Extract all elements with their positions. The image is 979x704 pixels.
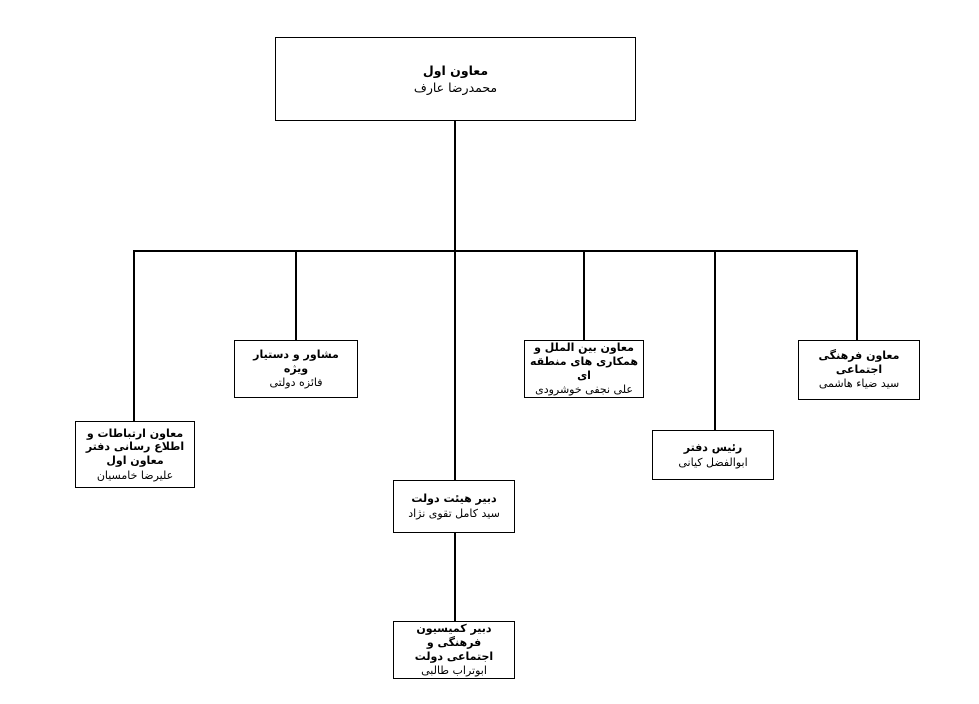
node-commission-secretary-title: دبیر کمیسیون فرهنگی و اجتماعی دولت: [414, 622, 494, 663]
node-international-title: معاون بین الملل و همکاری های منطقه ای: [529, 341, 639, 382]
node-cabinet-secretary-person: سید کامل تقوی نژاد: [408, 507, 500, 520]
node-advisor[interactable]: مشاور و دستیار ویژه فائزه دولتی: [234, 340, 358, 398]
connector-drop-international: [583, 250, 585, 340]
connector-drop-cabinet-secretary: [454, 250, 456, 480]
connector-drop-cultural: [856, 250, 858, 340]
node-communications[interactable]: معاون ارتباطات و اطلاع رسانی دفتر معاون …: [75, 421, 195, 488]
node-cabinet-secretary-title: دبیر هیئت دولت: [411, 492, 497, 506]
node-office-head-person: ابوالفضل کیانی: [678, 455, 748, 469]
connector-drop-advisor: [295, 250, 297, 340]
connector-cabinet-to-commission: [454, 533, 456, 621]
node-advisor-person: فائزه دولتی: [269, 376, 323, 390]
node-cultural-social[interactable]: معاون فرهنگی اجتماعی سید ضیاء هاشمی: [798, 340, 920, 400]
node-international-person: علی نجفی خوشرودی: [535, 383, 633, 397]
node-international-affairs[interactable]: معاون بین الملل و همکاری های منطقه ای عل…: [524, 340, 644, 398]
connector-main-bus: [133, 250, 856, 252]
node-office-head-title: رئیس دفتر: [683, 440, 743, 454]
node-root-person: محمدرضا عارف: [413, 79, 498, 95]
node-commission-secretary[interactable]: دبیر کمیسیون فرهنگی و اجتماعی دولت ابوتر…: [393, 621, 515, 679]
node-advisor-title: مشاور و دستیار ویژه: [253, 347, 339, 375]
node-root-title: معاون اول: [422, 62, 489, 78]
node-office-head[interactable]: رئیس دفتر ابوالفضل کیانی: [652, 430, 774, 480]
node-cultural-title: معاون فرهنگی اجتماعی: [818, 348, 900, 376]
node-cabinet-secretary[interactable]: دبیر هیئت دولت سید کامل تقوی نژاد: [393, 480, 515, 533]
connector-root-stem: [454, 121, 456, 251]
node-communications-title: معاون ارتباطات و اطلاع رسانی دفتر معاون …: [85, 426, 185, 468]
node-root-deputy[interactable]: معاون اول محمدرضا عارف: [275, 37, 636, 121]
connector-drop-office-head: [714, 250, 716, 430]
connector-drop-communications: [133, 250, 135, 421]
node-communications-person: علیرضا خامسیان: [96, 468, 174, 482]
node-commission-secretary-person: ابوتراب طالبی: [421, 664, 487, 678]
node-cultural-person: سید ضیاء هاشمی: [818, 377, 900, 391]
